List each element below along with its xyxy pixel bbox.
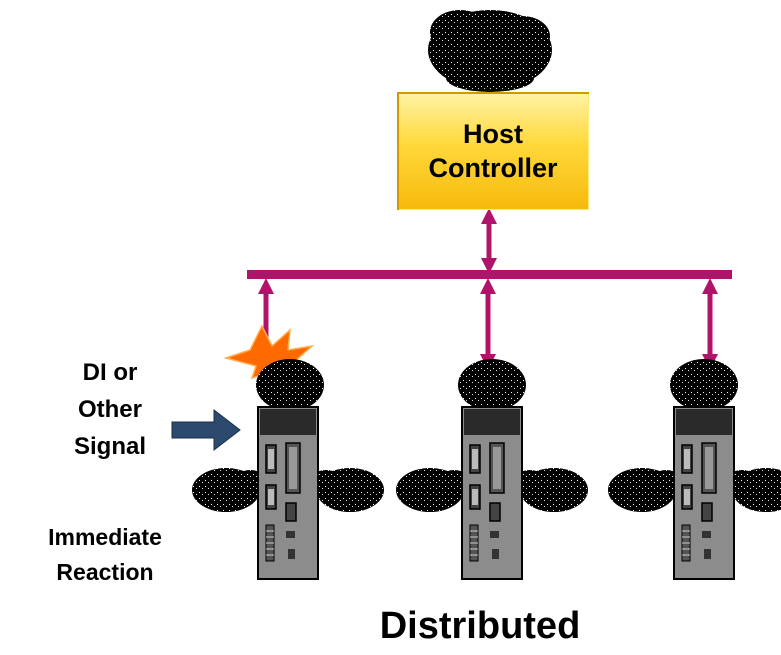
reaction-label: Immediate Reaction bbox=[10, 520, 200, 590]
network-bus bbox=[247, 270, 732, 279]
servo-drive-icon bbox=[461, 406, 523, 580]
host-controller-line1: Host bbox=[463, 119, 523, 149]
host-controller-line2: Controller bbox=[428, 153, 558, 183]
reaction-line1: Immediate bbox=[48, 524, 162, 550]
reaction-line2: Reaction bbox=[56, 559, 154, 585]
input-signal-line1: DI or bbox=[82, 359, 138, 386]
signal-arrow-icon bbox=[171, 408, 241, 452]
host-controller-box: Host Controller bbox=[397, 92, 589, 210]
servo-drive-1 bbox=[192, 359, 384, 580]
input-signal-line2: Other bbox=[77, 396, 142, 423]
servo-drive-icon bbox=[673, 406, 735, 580]
input-signal-label: DI or Other Signal bbox=[50, 354, 170, 465]
servo-drive-icon bbox=[257, 406, 319, 580]
brain-blob-icon bbox=[428, 10, 552, 92]
input-signal-line3: Signal bbox=[73, 433, 146, 460]
servo-drive-2 bbox=[396, 359, 588, 580]
diagram-caption: Distributed bbox=[379, 605, 581, 647]
servo-drive-3 bbox=[608, 359, 781, 580]
